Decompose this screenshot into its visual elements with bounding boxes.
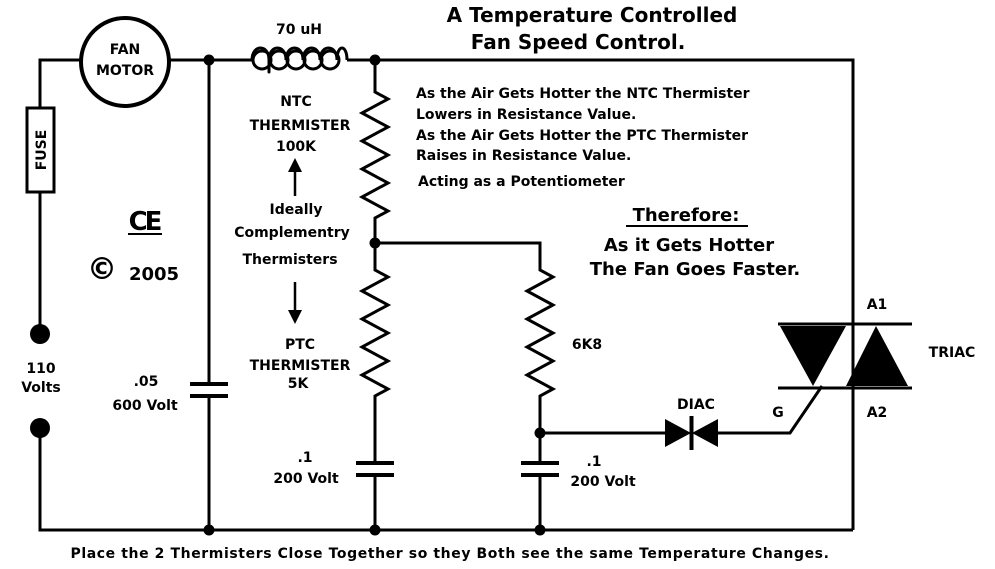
note-ntc-line1: As the Air Gets Hotter the NTC Thermiste… — [416, 86, 750, 102]
pair-label-line3: Thermisters — [242, 252, 337, 268]
motor-label-line1: FAN — [110, 42, 141, 58]
wire-fuse-to-motor — [38, 58, 80, 108]
junction-dot — [534, 427, 546, 439]
triac-triangle-down — [780, 326, 846, 386]
arrow-up-icon — [288, 158, 302, 172]
ntc-label-line1: NTC — [280, 94, 312, 110]
supply-label-line2: Volts — [21, 380, 61, 396]
footer-note: Place the 2 Thermisters Close Together s… — [70, 546, 829, 562]
resistor-6k8-label: 6K8 — [572, 337, 602, 353]
copyright-icon: © — [87, 252, 117, 287]
cap-left-label-line2: 200 Volt — [273, 471, 339, 487]
note-result-line2: The Fan Goes Faster. — [590, 259, 800, 280]
motor-label-line2: MOTOR — [96, 63, 154, 79]
ptc-thermistor-symbol — [358, 262, 392, 405]
ce-mark-text: CE — [129, 207, 161, 237]
resistor-6k8-symbol — [523, 262, 557, 405]
copyright-year: 2005 — [129, 264, 179, 285]
junction-dot — [369, 54, 381, 66]
ptc-label-line3: 5K — [288, 376, 310, 392]
ptc-label-line1: PTC — [285, 337, 315, 353]
note-ptc-line1: As the Air Gets Hotter the PTC Thermiste… — [416, 128, 748, 144]
ntc-label-line2: THERMISTER — [250, 118, 351, 134]
junction-dot — [534, 524, 546, 536]
note-therefore: Therefore: — [633, 205, 740, 226]
cap-left-label-line1: .1 — [297, 450, 312, 466]
arrow-down-icon — [288, 310, 302, 324]
pair-label-line1: Ideally — [270, 202, 323, 218]
triac-symbol: A1 A2 G TRIAC — [772, 297, 975, 421]
note-result-line1: As it Gets Hotter — [604, 235, 774, 256]
diac-symbol: DIAC — [665, 397, 718, 450]
triac-a2-label: A2 — [867, 405, 888, 421]
supply-terminal-top — [30, 324, 50, 344]
triac-label: TRIAC — [929, 345, 976, 361]
junction-dot — [369, 524, 381, 536]
supply-label-line1: 110 — [26, 361, 55, 377]
note-potentiometer: Acting as a Potentiometer — [418, 174, 625, 190]
motor-circle — [79, 16, 171, 108]
triac-triangle-up — [846, 326, 908, 386]
cap-right-label-line2: 200 Volt — [570, 474, 636, 490]
note-ntc-line2: Lowers in Resistance Value. — [416, 107, 636, 123]
triac-a1-label: A1 — [867, 297, 888, 313]
ce-mark: CE — [128, 207, 164, 237]
cap-right-label-line1: .1 — [586, 454, 601, 470]
fuse-body — [25, 106, 56, 194]
cap-main-label-line2: 600 Volt — [112, 398, 178, 414]
pair-label-line2: Complementry — [234, 225, 350, 241]
inductor-symbol: 70 uH — [250, 22, 349, 74]
ntc-thermistor-symbol — [358, 84, 392, 224]
capacitor-left-symbol — [356, 461, 394, 477]
wire-mid-to-6k8 — [375, 241, 542, 262]
wire-diac-to-gate — [718, 385, 824, 435]
title-line1: A Temperature Controlled — [447, 3, 738, 27]
diac-label: DIAC — [677, 397, 715, 413]
supply-terminal-bottom — [30, 418, 50, 438]
capacitor-right-symbol — [521, 461, 559, 477]
diac-triangle-left — [665, 419, 691, 447]
diac-triangle-right — [692, 419, 718, 447]
wire-bottom-rail — [38, 430, 853, 532]
fan-motor-symbol: FAN MOTOR — [79, 16, 171, 108]
capacitor-main-symbol — [190, 382, 228, 398]
fuse-symbol: FUSE — [25, 106, 56, 194]
cap-main-label-line1: .05 — [134, 374, 159, 390]
thermister-arrows — [288, 158, 302, 324]
junction-dot — [203, 54, 215, 66]
ntc-label-line3: 100K — [276, 139, 317, 155]
note-ptc-line2: Raises in Resistance Value. — [416, 148, 631, 164]
inductor-label: 70 uH — [276, 22, 322, 38]
fuse-label: FUSE — [34, 130, 50, 171]
title-line2: Fan Speed Control. — [471, 30, 686, 54]
junction-dot — [369, 237, 381, 249]
ptc-label-line2: THERMISTER — [250, 358, 351, 374]
junction-dot — [203, 524, 215, 536]
junction-dots — [203, 54, 546, 536]
triac-gate-label: G — [772, 405, 784, 421]
